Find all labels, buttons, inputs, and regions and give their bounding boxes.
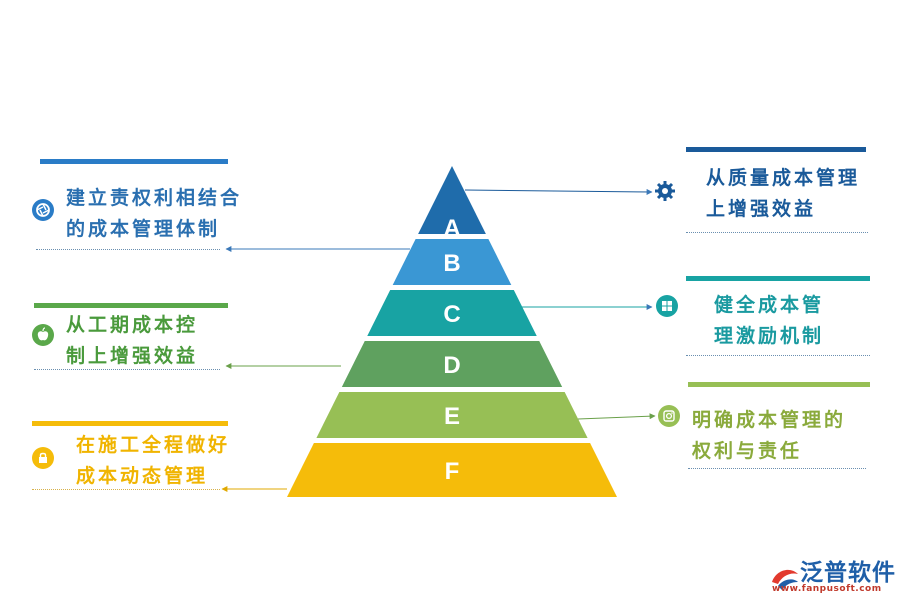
windows-icon <box>656 295 678 317</box>
right-bar-3 <box>688 382 870 387</box>
right-divider-3 <box>688 468 866 469</box>
pyramid-level-c <box>367 290 537 336</box>
pyramid-letter-e: E <box>444 403 460 430</box>
pyramid-letter-b: B <box>443 250 460 277</box>
left-divider-2 <box>34 369 220 370</box>
right-bar-2 <box>686 276 870 281</box>
left-bar-2 <box>34 303 228 308</box>
pyramid-level-a <box>418 166 486 234</box>
left-label-1: 建立责权利相结合的成本管理体制 <box>66 187 243 240</box>
pyramid-level-e <box>316 392 588 438</box>
connector-right-1 <box>464 188 653 195</box>
lock-icon <box>32 447 54 469</box>
logo-name: 泛普软件 <box>800 560 896 586</box>
fanpu-logo-icon <box>772 569 798 590</box>
pyramid-letter-d: D <box>443 352 460 379</box>
left-bar-3 <box>32 421 228 426</box>
gear-icon <box>654 180 676 202</box>
pyramid-level-f <box>287 443 617 497</box>
right-label-3: 明确成本管理的权利与责任 <box>692 409 847 462</box>
pyramid-level-b <box>392 239 512 285</box>
logo-url: www.fanpusoft.com <box>772 584 882 594</box>
right-label-1: 从质量成本管理上增强效益 <box>706 167 861 220</box>
pyramid-level-d <box>341 341 563 387</box>
instagram-icon <box>658 405 680 427</box>
right-bar-1 <box>686 147 866 152</box>
left-divider-1 <box>36 249 220 250</box>
pyramid-letter-c: C <box>443 301 460 328</box>
left-label-3: 在施工全程做好成本动态管理 <box>76 434 231 487</box>
right-divider-2 <box>686 355 870 356</box>
right-label-2: 健全成本管理激励机制 <box>714 294 825 347</box>
left-label-2: 从工期成本控制上增强效益 <box>66 314 199 367</box>
left-divider-3 <box>32 489 220 490</box>
pyramid-letter-a: A <box>443 215 460 242</box>
left-bar-1 <box>40 159 228 164</box>
aperture-icon <box>32 199 54 221</box>
connector-right-3 <box>577 413 656 420</box>
apple-icon <box>32 324 54 346</box>
pyramid-letter-f: F <box>445 458 460 485</box>
right-divider-1 <box>686 232 868 233</box>
